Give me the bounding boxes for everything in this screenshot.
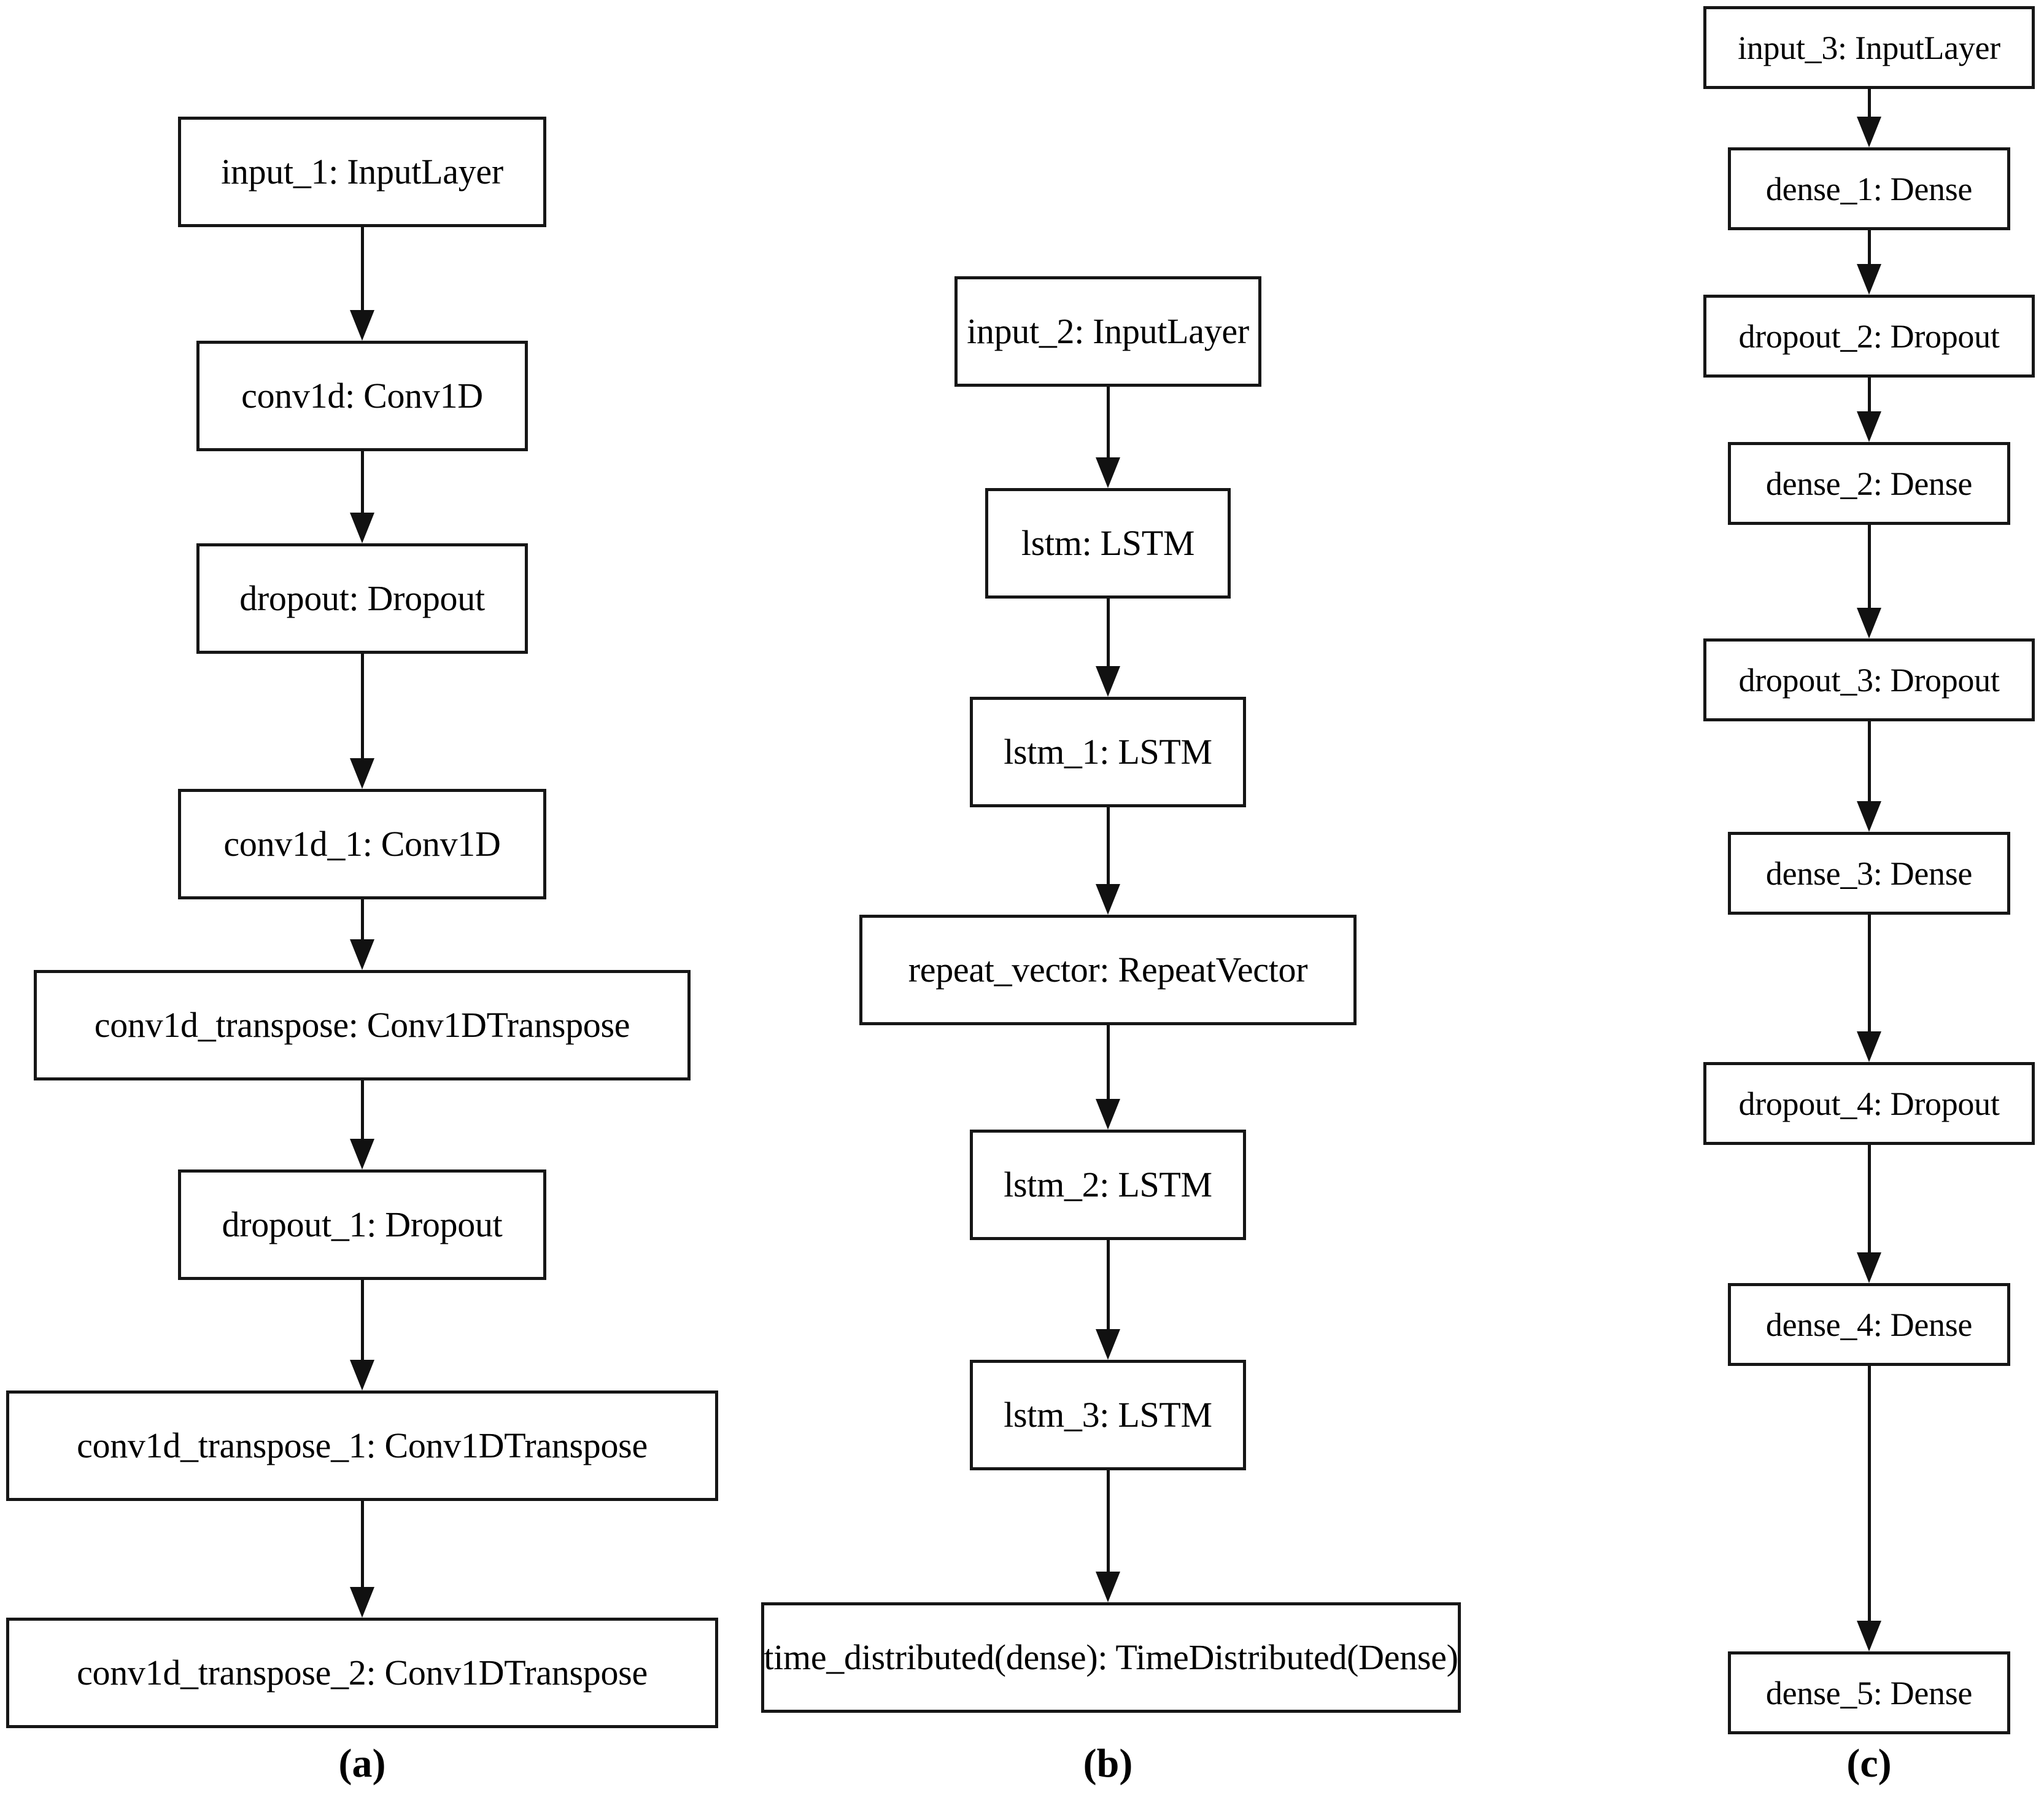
layer-node: dense_2: Dense xyxy=(1728,442,2010,525)
layer-node: lstm_2: LSTM xyxy=(970,1130,1246,1240)
arrowhead-icon xyxy=(1857,608,1881,638)
layer-node-label: input_3: InputLayer xyxy=(1738,29,2000,66)
layer-node-label: dropout: Dropout xyxy=(239,578,485,618)
layer-node-label: input_2: InputLayer xyxy=(967,311,1249,351)
layer-node-label: dense_5: Dense xyxy=(1765,1674,1973,1712)
arrowhead-icon xyxy=(1857,1621,1881,1651)
layer-node: input_2: InputLayer xyxy=(954,276,1261,387)
layer-node: input_3: InputLayer xyxy=(1703,6,2035,89)
layer-node: conv1d_transpose: Conv1DTranspose xyxy=(34,970,691,1080)
layer-node: lstm_3: LSTM xyxy=(970,1360,1246,1470)
layer-node: dense_1: Dense xyxy=(1728,147,2010,230)
layer-node: input_1: InputLayer xyxy=(178,117,546,227)
arrowhead-icon xyxy=(1857,411,1881,442)
layer-node-label: dense_4: Dense xyxy=(1765,1306,1973,1343)
layer-node: dense_3: Dense xyxy=(1728,832,2010,915)
layer-node-label: conv1d: Conv1D xyxy=(241,376,483,416)
layer-node-label: conv1d_1: Conv1D xyxy=(223,824,501,864)
edge-arrow xyxy=(1845,89,1894,147)
layer-node: conv1d_transpose_2: Conv1DTranspose xyxy=(6,1618,718,1728)
edge-shaft xyxy=(1867,721,1871,802)
edge-shaft xyxy=(1867,915,1871,1033)
layer-node: dropout_4: Dropout xyxy=(1703,1062,2035,1145)
layer-node: dropout_2: Dropout xyxy=(1703,295,2035,378)
layer-node-label: input_1: InputLayer xyxy=(221,152,503,192)
layer-node-label: dropout_2: Dropout xyxy=(1738,317,2000,355)
layer-node: conv1d_transpose_1: Conv1DTranspose xyxy=(6,1390,718,1501)
layer-node-label: conv1d_transpose_1: Conv1DTranspose xyxy=(77,1425,648,1465)
layer-node-label: dense_3: Dense xyxy=(1765,855,1973,892)
layer-node: dropout: Dropout xyxy=(196,543,528,654)
layer-node: conv1d: Conv1D xyxy=(196,341,528,451)
layer-node-label: time_distributed(dense): TimeDistributed… xyxy=(764,1637,1458,1677)
edge-shaft xyxy=(1867,525,1871,609)
layer-node: dropout_1: Dropout xyxy=(178,1169,546,1280)
layer-node: conv1d_1: Conv1D xyxy=(178,789,546,899)
layer-node-label: lstm_2: LSTM xyxy=(1004,1165,1212,1204)
arrowhead-icon xyxy=(1857,117,1881,147)
edge-shaft xyxy=(1867,1366,1871,1622)
edge-arrow xyxy=(1845,1145,1894,1283)
layer-node: lstm_1: LSTM xyxy=(970,697,1246,807)
edge-arrow xyxy=(1845,230,1894,295)
layer-node-label: dropout_3: Dropout xyxy=(1738,661,2000,699)
layer-node-label: dense_2: Dense xyxy=(1765,465,1973,502)
layer-node: time_distributed(dense): TimeDistributed… xyxy=(761,1602,1461,1713)
layer-node: repeat_vector: RepeatVector xyxy=(859,915,1357,1025)
arrowhead-icon xyxy=(1857,801,1881,832)
layer-node: dropout_3: Dropout xyxy=(1703,638,2035,721)
layer-node-label: conv1d_transpose: Conv1DTranspose xyxy=(94,1005,630,1045)
panel-caption: (a) xyxy=(338,1741,386,1786)
layer-node: dense_5: Dense xyxy=(1728,1651,2010,1734)
panel-caption: (c) xyxy=(1846,1741,1892,1786)
layer-node-label: dense_1: Dense xyxy=(1765,170,1973,207)
edge-arrow xyxy=(1845,378,1894,442)
edge-arrow xyxy=(1845,1366,1894,1651)
edge-arrow xyxy=(1845,525,1894,638)
arrowhead-icon xyxy=(1857,1031,1881,1062)
edge-shaft xyxy=(1867,89,1871,118)
edge-arrow xyxy=(1845,915,1894,1062)
layer-node-label: lstm_1: LSTM xyxy=(1004,732,1212,772)
arrowhead-icon xyxy=(1857,264,1881,295)
layer-node-label: lstm: LSTM xyxy=(1021,523,1195,563)
layer-node-label: lstm_3: LSTM xyxy=(1004,1395,1212,1435)
edge-arrow xyxy=(1845,721,1894,832)
panel-caption: (b) xyxy=(1083,1741,1133,1786)
layer-node: dense_4: Dense xyxy=(1728,1283,2010,1366)
layer-node-label: dropout_1: Dropout xyxy=(222,1204,503,1244)
edge-shaft xyxy=(1867,230,1871,265)
arrowhead-icon xyxy=(1857,1252,1881,1283)
edge-shaft xyxy=(1867,1145,1871,1254)
layer-node-label: dropout_4: Dropout xyxy=(1738,1085,2000,1122)
layer-node-label: conv1d_transpose_2: Conv1DTranspose xyxy=(77,1653,648,1693)
edge-shaft xyxy=(1867,378,1871,413)
layer-node-label: repeat_vector: RepeatVector xyxy=(908,950,1308,990)
layer-node: lstm: LSTM xyxy=(985,488,1231,599)
